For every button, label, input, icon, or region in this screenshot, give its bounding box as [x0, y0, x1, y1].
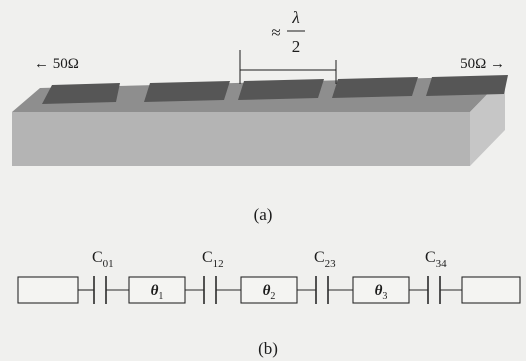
section-label-theta3: θ3 [375, 283, 388, 302]
section-theta3-box [352, 276, 410, 304]
resonator-2 [144, 81, 230, 102]
capacitor-label-c12: C12 [202, 249, 224, 270]
substrate-side-face [470, 76, 505, 166]
resonator-4 [332, 77, 418, 98]
left-port-label: ← 50Ω [34, 56, 79, 72]
dimension-approx-sign: ≈ [271, 23, 280, 42]
section-label-theta2: θ2 [263, 283, 276, 302]
resonator-3 [238, 79, 324, 100]
microstrip-structure [12, 75, 508, 166]
dimension-denominator: 2 [292, 37, 301, 56]
output-port-box [461, 276, 521, 304]
equivalent-circuit [17, 276, 521, 304]
caption-b: (b) [258, 339, 278, 358]
capacitor-label-c23: C23 [314, 249, 336, 270]
section-label-theta1: θ1 [151, 283, 164, 302]
dimension-numerator: λ [291, 8, 299, 27]
resonators [42, 75, 508, 104]
half-wavelength-dimension [239, 50, 337, 84]
capacitor-label-c34: C34 [425, 249, 447, 270]
capacitor-label-c01: C01 [92, 249, 114, 270]
caption-a: (a) [254, 205, 273, 224]
resonator-1 [42, 83, 120, 104]
section-theta1-box [128, 276, 186, 304]
resonator-5 [426, 75, 508, 96]
substrate-front-face [12, 112, 470, 166]
right-port-label: 50Ω → [460, 56, 505, 72]
input-port-box [17, 276, 79, 304]
